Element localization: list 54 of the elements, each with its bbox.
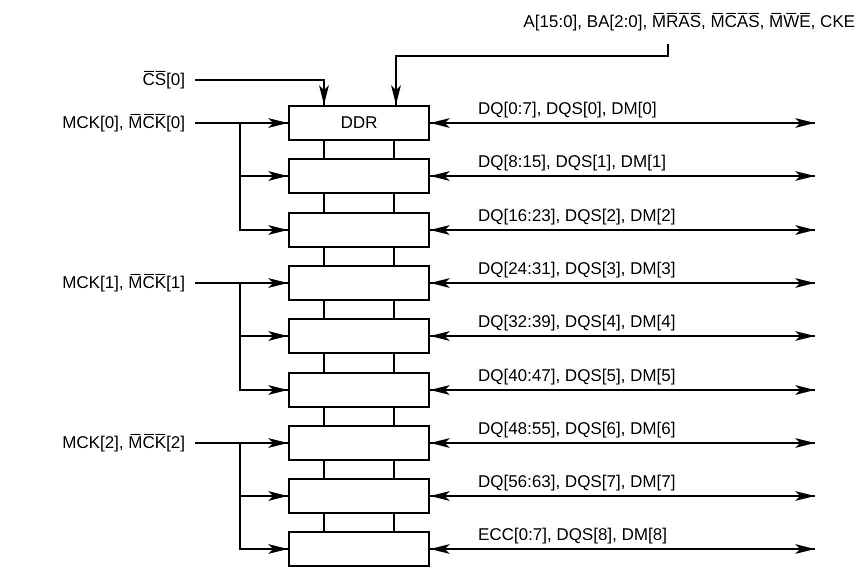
signal-label: MCK[2], M̅C̅K̅[2] bbox=[0, 433, 195, 453]
arrow bbox=[391, 44, 669, 105]
connector-line bbox=[323, 408, 325, 425]
edge-label: DQ[0:7], DQS[0], DM[0] bbox=[478, 99, 657, 119]
memory-chip-box bbox=[288, 478, 430, 514]
edge-label: DQ[32:39], DQS[4], DM[4] bbox=[478, 312, 676, 332]
bidirectional-arrow bbox=[430, 491, 815, 501]
edge-label: DQ[56:63], DQS[7], DM[7] bbox=[478, 472, 676, 492]
edge-label: ECC[0:7], DQS[8], DM[8] bbox=[478, 525, 667, 545]
connector-line bbox=[393, 461, 395, 478]
connector-line bbox=[393, 194, 395, 212]
connector-line bbox=[323, 461, 325, 478]
arrow bbox=[195, 282, 288, 395]
connector-line bbox=[393, 514, 395, 531]
bidirectional-arrow bbox=[430, 118, 815, 128]
connector-line bbox=[323, 194, 325, 212]
edge-label: DQ[48:55], DQS[6], DM[6] bbox=[478, 419, 676, 439]
bidirectional-arrow bbox=[430, 331, 815, 341]
memory-chip-box bbox=[288, 531, 430, 567]
memory-chip-box bbox=[288, 318, 430, 354]
memory-chip-box bbox=[288, 265, 430, 301]
connector-line bbox=[393, 248, 395, 265]
memory-chip-box bbox=[288, 105, 430, 141]
memory-chip-box bbox=[288, 212, 430, 248]
connector-line bbox=[393, 141, 395, 158]
bidirectional-arrow bbox=[430, 438, 815, 448]
memory-chip-box bbox=[288, 372, 430, 408]
memory-chip-box bbox=[288, 425, 430, 461]
connector-line bbox=[323, 141, 325, 158]
edge-label: DQ[24:31], DQS[3], DM[3] bbox=[478, 259, 676, 279]
edge-label: DQ[8:15], DQS[1], DM[1] bbox=[478, 152, 666, 172]
connector-line bbox=[393, 408, 395, 425]
connector-line bbox=[323, 514, 325, 531]
arrow bbox=[195, 122, 288, 235]
signal-label: C̅S̅[0] bbox=[90, 70, 195, 90]
signal-label: A[15:0], BA[2:0], M̅R̅A̅S̅, M̅C̅A̅S̅, M̅W̅E̅, CKE bbox=[470, 12, 855, 44]
memory-chip-box bbox=[288, 158, 430, 194]
bidirectional-arrow bbox=[430, 225, 815, 235]
bidirectional-arrow bbox=[430, 278, 815, 288]
chip-label: DDR bbox=[340, 113, 378, 133]
edge-label: DQ[40:47], DQS[5], DM[5] bbox=[478, 366, 676, 386]
connector-line bbox=[393, 301, 395, 318]
bidirectional-arrow bbox=[430, 385, 815, 395]
signal-label: MCK[0], M̅C̅K̅[0] bbox=[0, 113, 195, 133]
connector-line bbox=[323, 248, 325, 265]
arrow bbox=[195, 442, 288, 554]
signal-label: MCK[1], M̅C̅K̅[1] bbox=[0, 273, 195, 293]
connector-line bbox=[323, 354, 325, 372]
arrow bbox=[195, 79, 329, 105]
edge-label: DQ[16:23], DQS[2], DM[2] bbox=[478, 206, 676, 226]
connector-line bbox=[393, 354, 395, 372]
bidirectional-arrow bbox=[430, 171, 815, 181]
connector-line bbox=[323, 301, 325, 318]
bidirectional-arrow bbox=[430, 544, 815, 554]
